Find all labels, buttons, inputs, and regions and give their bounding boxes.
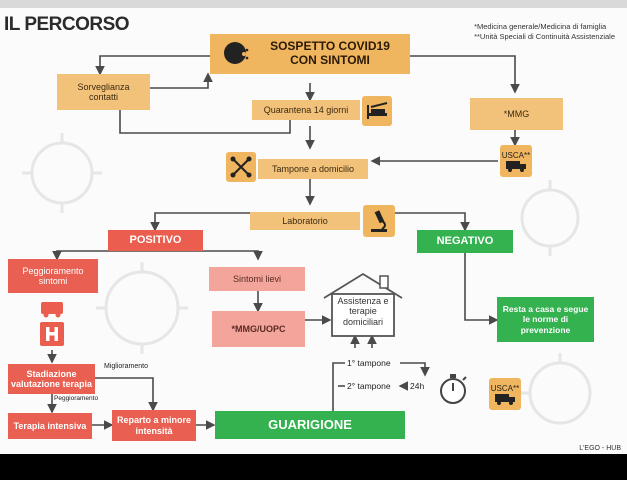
ambulance-icon	[495, 393, 515, 405]
ambulance-icon	[506, 160, 526, 172]
node-reparto: Reparto a minore intensità	[112, 410, 196, 441]
label-tampone2: 2° tampone	[347, 381, 391, 391]
node-label: *MMG/UOPC	[231, 323, 286, 334]
node-label: NEGATIVO	[436, 235, 494, 248]
top-bar	[0, 0, 627, 8]
page-title: IL PERCORSO	[4, 14, 130, 35]
node-positivo: POSITIVO	[108, 230, 203, 251]
node-resta-casa: Resta a casa e segue le norme di prevenz…	[497, 297, 594, 342]
node-label: POSITIVO	[129, 234, 182, 247]
node-quarantena: Quarantena 14 giorni	[252, 100, 360, 120]
legend-line: **Unità Speciali di Continuità Assistenz…	[474, 32, 615, 42]
node-stadiazione: Stadiazione valutazione terapia	[8, 364, 95, 394]
node-label: Terapia intensiva	[13, 420, 87, 431]
virus-watermark-icon	[22, 133, 592, 425]
label-tampone1: 1° tampone	[347, 358, 391, 368]
node-label: Tampone a domicilio	[271, 163, 355, 174]
legend-line: *Medicina generale/Medicina di famiglia	[474, 22, 607, 31]
node-mmg-uopc: *MMG/UOPC	[212, 311, 305, 347]
house-icon	[323, 272, 403, 337]
node-mmg: *MMG	[470, 98, 563, 130]
swab-icon	[226, 152, 256, 182]
usca-ambulance-2: USCA**	[489, 378, 521, 410]
usca-ambulance: USCA**	[500, 145, 532, 177]
node-label: SOSPETTO COVID19 CON SINTOMI	[270, 39, 390, 67]
label-miglioramento: Miglioramento	[104, 363, 148, 370]
node-sorveglianza: Sorveglianza contatti	[57, 74, 150, 110]
node-label: Laboratorio	[282, 215, 328, 226]
node-label: GUARIGIONE	[268, 416, 352, 432]
node-assistenza: Assistenza e terapie domiciliari	[337, 296, 389, 327]
sneeze-face-icon	[220, 39, 250, 69]
node-negativo: NEGATIVO	[417, 230, 513, 253]
label-24h: 24h	[410, 381, 425, 391]
label-peggioramento: Peggioramento	[54, 395, 99, 402]
node-laboratorio: Laboratorio	[250, 212, 360, 230]
node-label: Sorveglianza contatti	[77, 81, 130, 102]
node-terapia-intensiva: Terapia intensiva	[8, 413, 92, 439]
node-label: Resta a casa e segue le norme di prevenz…	[502, 304, 589, 335]
hospital-icon	[38, 300, 66, 348]
node-label: Quarantena 14 giorni	[263, 104, 349, 115]
stopwatch-icon	[440, 374, 467, 404]
node-tampone: Tampone a domicilio	[258, 159, 368, 179]
credit: L'EGO - HUB	[579, 445, 621, 452]
node-label: *MMG	[503, 108, 530, 119]
microscope-icon	[363, 205, 395, 237]
flow-connectors	[47, 55, 520, 430]
bed-icon	[362, 96, 392, 126]
node-label: Stadiazione valutazione terapia	[10, 368, 93, 389]
infographic: IL PERCORSO *Medicina generale/Medicina …	[0, 8, 627, 454]
node-sintomi-lievi: Sintomi lievi	[209, 267, 305, 291]
usca-label: USCA**	[490, 383, 520, 393]
node-label: Peggioramento sintomi	[22, 265, 84, 286]
legend: *Medicina generale/Medicina di famiglia …	[474, 22, 615, 42]
node-label: Sintomi lievi	[232, 273, 281, 284]
node-peggioramento: Peggioramento sintomi	[8, 259, 98, 293]
node-label: Reparto a minore intensità	[116, 415, 192, 436]
node-guarigione: GUARIGIONE	[215, 411, 405, 439]
usca-label: USCA**	[501, 150, 531, 160]
